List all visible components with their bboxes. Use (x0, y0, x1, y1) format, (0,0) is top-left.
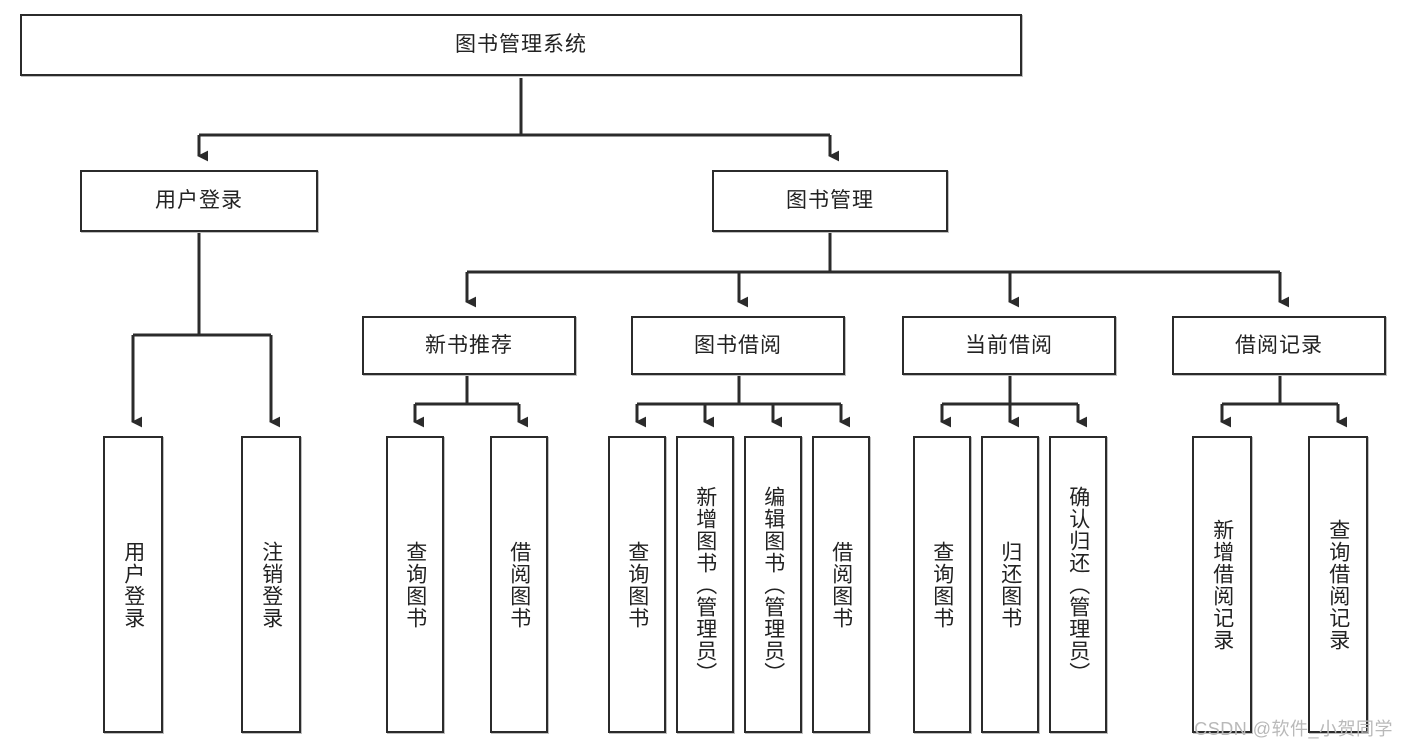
node-root-label: 图书管理系统 (455, 33, 587, 57)
node-newbook-label: 新书推荐 (425, 333, 513, 357)
node-leaf-return-book[interactable]: 归还图书 (981, 436, 1039, 733)
node-leaf-add-record-label: 新增借阅记录 (1210, 518, 1234, 651)
node-leaf-confirm-return-label: 确认归还（管理员） (1066, 485, 1090, 684)
node-leaf-user-logout-label: 注销登录 (259, 540, 283, 629)
node-records-label: 借阅记录 (1235, 333, 1323, 357)
node-leaf-edit-book[interactable]: 编辑图书（管理员） (744, 436, 802, 733)
node-leaf-borrow-book-2-label: 借阅图书 (829, 540, 853, 629)
node-records[interactable]: 借阅记录 (1172, 316, 1386, 375)
node-leaf-user-logout[interactable]: 注销登录 (241, 436, 301, 733)
node-leaf-query-book-2[interactable]: 查询图书 (608, 436, 666, 733)
node-root[interactable]: 图书管理系统 (20, 14, 1022, 76)
node-leaf-query-record[interactable]: 查询借阅记录 (1308, 436, 1368, 733)
node-leaf-add-book[interactable]: 新增图书（管理员） (676, 436, 734, 733)
node-bookmgmt[interactable]: 图书管理 (712, 170, 948, 232)
node-leaf-add-record[interactable]: 新增借阅记录 (1192, 436, 1252, 733)
node-leaf-confirm-return[interactable]: 确认归还（管理员） (1049, 436, 1107, 733)
node-leaf-user-login-label: 用户登录 (121, 540, 145, 629)
node-leaf-query-book-1-label: 查询图书 (403, 540, 427, 629)
node-leaf-query-book-3[interactable]: 查询图书 (913, 436, 971, 733)
node-leaf-query-book-1[interactable]: 查询图书 (386, 436, 444, 733)
node-leaf-borrow-book-1[interactable]: 借阅图书 (490, 436, 548, 733)
node-leaf-query-book-3-label: 查询图书 (930, 540, 954, 629)
node-leaf-query-book-2-label: 查询图书 (625, 540, 649, 629)
node-leaf-borrow-book-1-label: 借阅图书 (507, 540, 531, 629)
node-leaf-user-login[interactable]: 用户登录 (103, 436, 163, 733)
node-leaf-query-record-label: 查询借阅记录 (1326, 518, 1350, 651)
node-borrow[interactable]: 图书借阅 (631, 316, 845, 375)
node-borrow-label: 图书借阅 (694, 333, 782, 357)
node-leaf-return-book-label: 归还图书 (998, 540, 1022, 629)
node-leaf-add-book-label: 新增图书（管理员） (693, 485, 717, 684)
node-current-label: 当前借阅 (965, 333, 1053, 357)
node-bookmgmt-label: 图书管理 (786, 189, 874, 213)
node-login[interactable]: 用户登录 (80, 170, 318, 232)
node-leaf-edit-book-label: 编辑图书（管理员） (761, 485, 785, 684)
node-newbook[interactable]: 新书推荐 (362, 316, 576, 375)
node-leaf-borrow-book-2[interactable]: 借阅图书 (812, 436, 870, 733)
node-login-label: 用户登录 (155, 189, 243, 213)
node-current[interactable]: 当前借阅 (902, 316, 1116, 375)
